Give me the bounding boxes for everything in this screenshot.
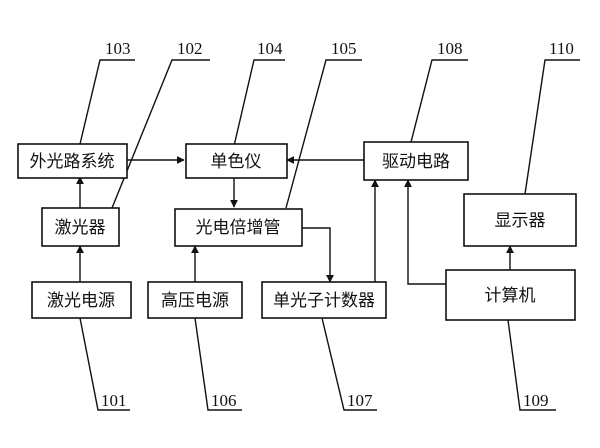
photon-counter-label: 单光子计数器 — [273, 291, 375, 311]
display-label: 显示器 — [495, 211, 546, 231]
outer-optical-path-block: 外光路系统 — [17, 143, 128, 179]
outer-optical-path-box — [17, 143, 128, 179]
ref-102: 102 — [177, 39, 203, 58]
ref-107: 107 — [347, 391, 373, 410]
display-box — [463, 193, 577, 247]
drive-circuit-block: 驱动电路 — [363, 141, 469, 181]
laser-power-supply-block: 激光电源 — [31, 281, 132, 319]
arrow-photomultiplier-to-photon-counter — [302, 227, 334, 283]
laser-power-supply-box — [31, 281, 132, 319]
reference-numbers: 103 102 104 105 108 110 101 106 107 109 — [101, 39, 574, 410]
leader-107 — [321, 317, 377, 411]
arrow-computer-to-drive-circuit — [404, 179, 446, 285]
leader-101 — [79, 317, 130, 411]
photon-counter-block: 单光子计数器 — [261, 281, 387, 319]
photomultiplier-box — [174, 208, 303, 247]
photomultiplier-block: 光电倍增管 — [174, 208, 303, 247]
drive-circuit-box — [363, 141, 469, 181]
connections — [76, 156, 514, 285]
ref-109: 109 — [523, 391, 549, 410]
leader-108 — [409, 59, 468, 147]
ref-103: 103 — [105, 39, 131, 58]
leader-103 — [79, 59, 135, 145]
outer-optical-path-label: 外光路系统 — [30, 152, 115, 172]
laser-block: 激光器 — [41, 207, 120, 247]
ref-106: 106 — [211, 391, 237, 410]
laser-box — [41, 207, 120, 247]
monochromator-label: 单色仪 — [211, 152, 262, 172]
laser-power-supply-label: 激光电源 — [47, 291, 115, 311]
high-voltage-supply-label: 高压电源 — [161, 291, 229, 311]
monochromator-box — [185, 143, 288, 179]
computer-block: 计算机 — [445, 269, 576, 321]
computer-box — [445, 269, 576, 321]
leader-109 — [507, 319, 556, 411]
photomultiplier-label: 光电倍增管 — [196, 218, 281, 238]
high-voltage-supply-block: 高压电源 — [147, 281, 243, 319]
blocks: 外光路系统 激光器 激光电源 单色仪 光电倍增管 高压电源 驱动电路 单光子计 — [17, 141, 577, 321]
ref-108: 108 — [437, 39, 463, 58]
drive-circuit-label: 驱动电路 — [382, 152, 450, 172]
laser-label: 激光器 — [55, 218, 106, 238]
leader-104 — [233, 59, 285, 147]
ref-101: 101 — [101, 391, 127, 410]
ref-110: 110 — [549, 39, 574, 58]
leader-lines — [79, 59, 580, 411]
leader-110 — [524, 59, 580, 195]
ref-104: 104 — [257, 39, 283, 58]
monochromator-block: 单色仪 — [185, 143, 288, 179]
photon-counter-box — [261, 281, 387, 319]
ref-105: 105 — [331, 39, 357, 58]
high-voltage-supply-box — [147, 281, 243, 319]
leader-102 — [111, 59, 210, 209]
display-block: 显示器 — [463, 193, 577, 247]
leader-106 — [194, 317, 242, 411]
leader-105 — [285, 59, 362, 209]
computer-label: 计算机 — [485, 286, 536, 306]
